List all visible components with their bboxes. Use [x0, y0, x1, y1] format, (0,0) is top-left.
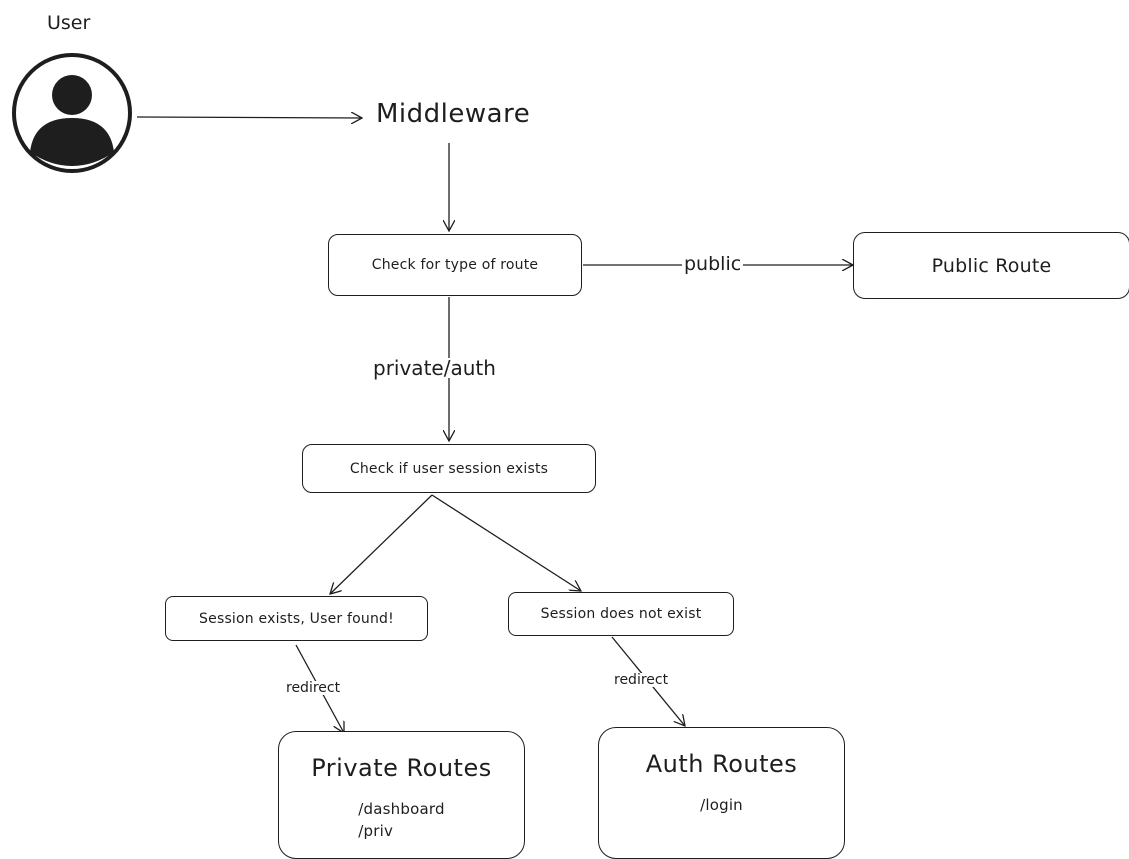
private-routes-paths: /dashboard /priv	[358, 798, 444, 842]
private-routes-box: Private Routes /dashboard /priv	[278, 731, 525, 859]
private-route-path: /dashboard	[358, 800, 445, 818]
edge-label-redirect-private: redirect	[284, 680, 343, 696]
check-session-label: Check if user session exists	[349, 460, 549, 477]
check-route-label: Check for type of route	[371, 257, 539, 273]
edge-label-private-auth: private/auth	[371, 356, 498, 380]
arrow-check-session-to-session-missing	[431, 494, 581, 591]
auth-routes-paths: /login	[700, 794, 743, 816]
public-route-label: Public Route	[931, 254, 1052, 277]
session-missing-box: Session does not exist	[508, 592, 734, 636]
auth-route-path: /login	[700, 796, 743, 814]
session-exists-box: Session exists, User found!	[165, 596, 428, 641]
auth-routes-box: Auth Routes /login	[598, 727, 845, 859]
edge-label-public: public	[682, 253, 744, 275]
edge-label-redirect-auth: redirect	[612, 672, 671, 688]
arrow-check-session-to-session-exists	[330, 494, 433, 594]
session-missing-label: Session does not exist	[540, 606, 702, 622]
auth-routes-title: Auth Routes	[645, 750, 798, 778]
check-session-box: Check if user session exists	[302, 444, 596, 493]
user-label: User	[47, 12, 91, 34]
session-exists-label: Session exists, User found!	[199, 610, 394, 627]
check-route-box: Check for type of route	[328, 234, 582, 296]
private-routes-title: Private Routes	[311, 754, 492, 782]
middleware-label: Middleware	[376, 99, 531, 129]
private-route-path: /priv	[358, 822, 394, 840]
user-icon	[12, 53, 132, 173]
public-route-box: Public Route	[853, 232, 1129, 299]
arrow-user-to-middleware	[136, 117, 362, 118]
